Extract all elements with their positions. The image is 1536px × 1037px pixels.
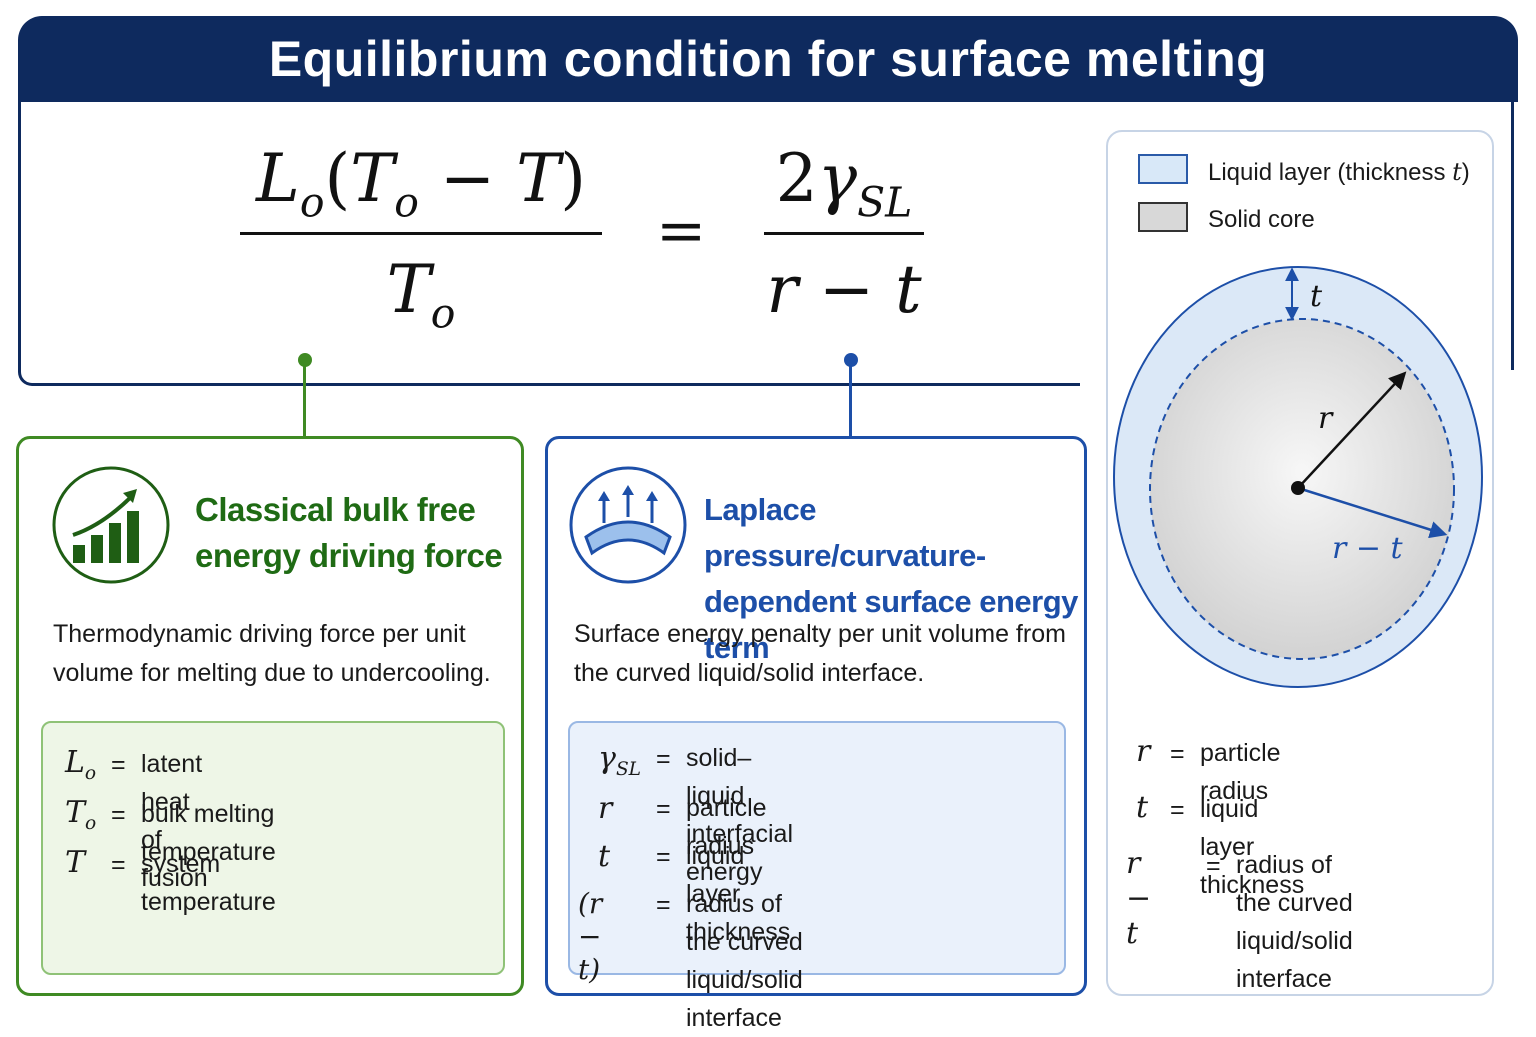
green-connector-line — [303, 360, 306, 438]
bar-chart-growth-icon — [51, 465, 171, 590]
equation-left-fraction: Lo(To − T) To — [240, 134, 602, 357]
equals-sign: = — [656, 196, 707, 266]
equation-right-denominator: r − t — [766, 251, 922, 328]
particle-cross-section: t r r − t — [1113, 266, 1483, 688]
laplace-definitions-box: γSL = solid–liquid interfacial energy r … — [568, 721, 1066, 1032]
liquid-layer-legend-label: Liquid layer (thickness t) — [1208, 158, 1470, 186]
interface-radius-label: r − t — [1332, 531, 1404, 566]
radius-label: r — [1318, 401, 1334, 436]
equation-frame — [18, 96, 1514, 386]
radius-arrow — [1297, 371, 1407, 489]
bulk-definitions-box: Lo = latent heat of fusion To = bulk mel… — [41, 721, 505, 975]
particle-center-dot — [1291, 481, 1305, 495]
bulk-card-heading: Classical bulk free energy driving force — [195, 491, 503, 574]
laplace-pressure-card: Laplace pressure/curvature- dependent su… — [545, 436, 1087, 1032]
laplace-card-description: Surface energy penalty per unit volume f… — [574, 620, 1066, 687]
liquid-layer-legend-swatch — [1138, 154, 1188, 184]
equation-right-fraction-bar — [764, 232, 924, 235]
blue-connector-dot — [844, 353, 858, 367]
bulk-free-energy-card: Classical bulk free energy driving force… — [16, 436, 524, 996]
equation-left-denominator: To — [386, 251, 456, 338]
equation-left-fraction-bar — [240, 232, 602, 235]
blue-connector-line — [849, 360, 852, 438]
bulk-card-description: Thermodynamic driving force per unit vol… — [53, 620, 491, 687]
solid-core-legend-swatch — [1138, 202, 1188, 232]
curved-interface-pressure-icon — [568, 465, 688, 590]
title-bar: Equilibrium condition for surface meltin… — [18, 16, 1518, 102]
page-title: Equilibrium condition for surface meltin… — [268, 31, 1268, 87]
thickness-label: t — [1310, 279, 1323, 314]
solid-core-legend-label: Solid core — [1208, 206, 1315, 233]
interface-radius-arrow — [1297, 486, 1448, 539]
particle-diagram-card: Liquid layer (thickness t) Solid core t … — [1106, 130, 1494, 996]
equation-left-numerator: Lo(To − T) — [256, 140, 586, 227]
laplace-card-heading: Laplace pressure/curvature- dependent su… — [704, 492, 1078, 665]
equation-right-fraction: 2γSL r − t — [764, 134, 924, 333]
green-connector-dot — [298, 353, 312, 367]
equation-right-numerator: 2γSL — [775, 140, 913, 227]
